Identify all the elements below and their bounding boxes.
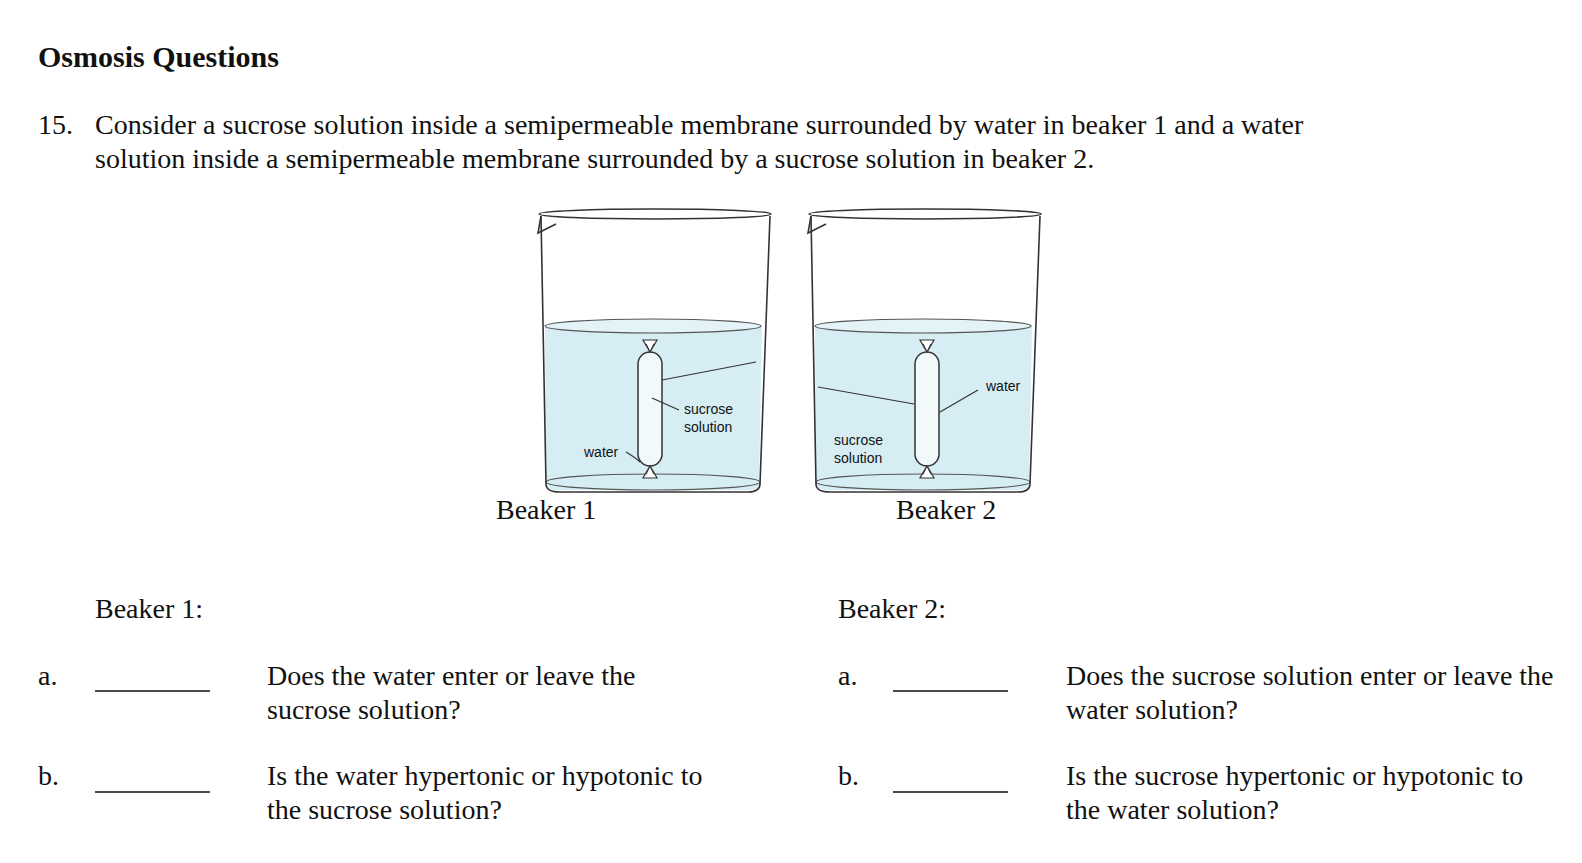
section-heading: Beaker 2: bbox=[838, 592, 946, 626]
question-number: 15. bbox=[38, 108, 73, 142]
part-label: water bbox=[584, 443, 618, 461]
section-heading: Beaker 1: bbox=[95, 592, 203, 626]
answer-blank bbox=[893, 791, 1008, 793]
answer-blank bbox=[95, 791, 210, 793]
leader-line bbox=[940, 390, 978, 412]
liquid bbox=[545, 326, 762, 490]
liquid bbox=[815, 326, 1032, 490]
liquid-surface bbox=[815, 319, 1031, 333]
bag-knot bbox=[920, 466, 934, 478]
bag-knot bbox=[920, 340, 934, 352]
part-label: sucrose solution bbox=[834, 431, 896, 467]
liquid-surface bbox=[545, 319, 761, 333]
question-text: Is the water hypertonic or hypotonic to … bbox=[267, 759, 737, 827]
bag-knot bbox=[643, 340, 657, 352]
beaker-wall bbox=[811, 216, 1040, 492]
beaker-2 bbox=[808, 209, 1041, 492]
beaker-spout bbox=[808, 216, 826, 233]
bag-knot bbox=[643, 466, 657, 478]
beaker-rim bbox=[539, 209, 771, 219]
membrane-bag bbox=[915, 352, 939, 466]
question-text: Consider a sucrose solution inside a sem… bbox=[95, 108, 1363, 176]
membrane-bag-1 bbox=[638, 340, 662, 478]
item-letter: b. bbox=[838, 759, 859, 793]
membrane-bag-2 bbox=[915, 340, 939, 478]
question-text: Is the sucrose hypertonic or hypotonic t… bbox=[1066, 759, 1556, 827]
leader-line bbox=[662, 362, 756, 380]
beaker-spout bbox=[538, 216, 556, 233]
question-text: Does the water enter or leave the sucros… bbox=[267, 659, 677, 727]
beaker-name: Beaker 1 bbox=[496, 493, 596, 527]
leader-line bbox=[626, 452, 640, 462]
item-letter: b. bbox=[38, 759, 59, 793]
beaker-rim bbox=[809, 209, 1041, 219]
question-text: Does the sucrose solution enter or leave… bbox=[1066, 659, 1556, 727]
answer-blank bbox=[893, 690, 1008, 692]
item-letter: a. bbox=[838, 659, 857, 693]
beaker-wall bbox=[541, 216, 770, 492]
item-letter: a. bbox=[38, 659, 57, 693]
leader-lines bbox=[626, 362, 978, 462]
beaker-name: Beaker 2 bbox=[896, 493, 996, 527]
worksheet-title: Osmosis Questions bbox=[38, 40, 279, 74]
leader-line bbox=[818, 387, 914, 404]
answer-blank bbox=[95, 690, 210, 692]
part-label: water bbox=[986, 377, 1020, 395]
part-label: sucrose solution bbox=[684, 400, 746, 436]
membrane-bag bbox=[638, 352, 662, 466]
leader-line bbox=[652, 398, 679, 410]
beaker-1 bbox=[538, 209, 771, 492]
